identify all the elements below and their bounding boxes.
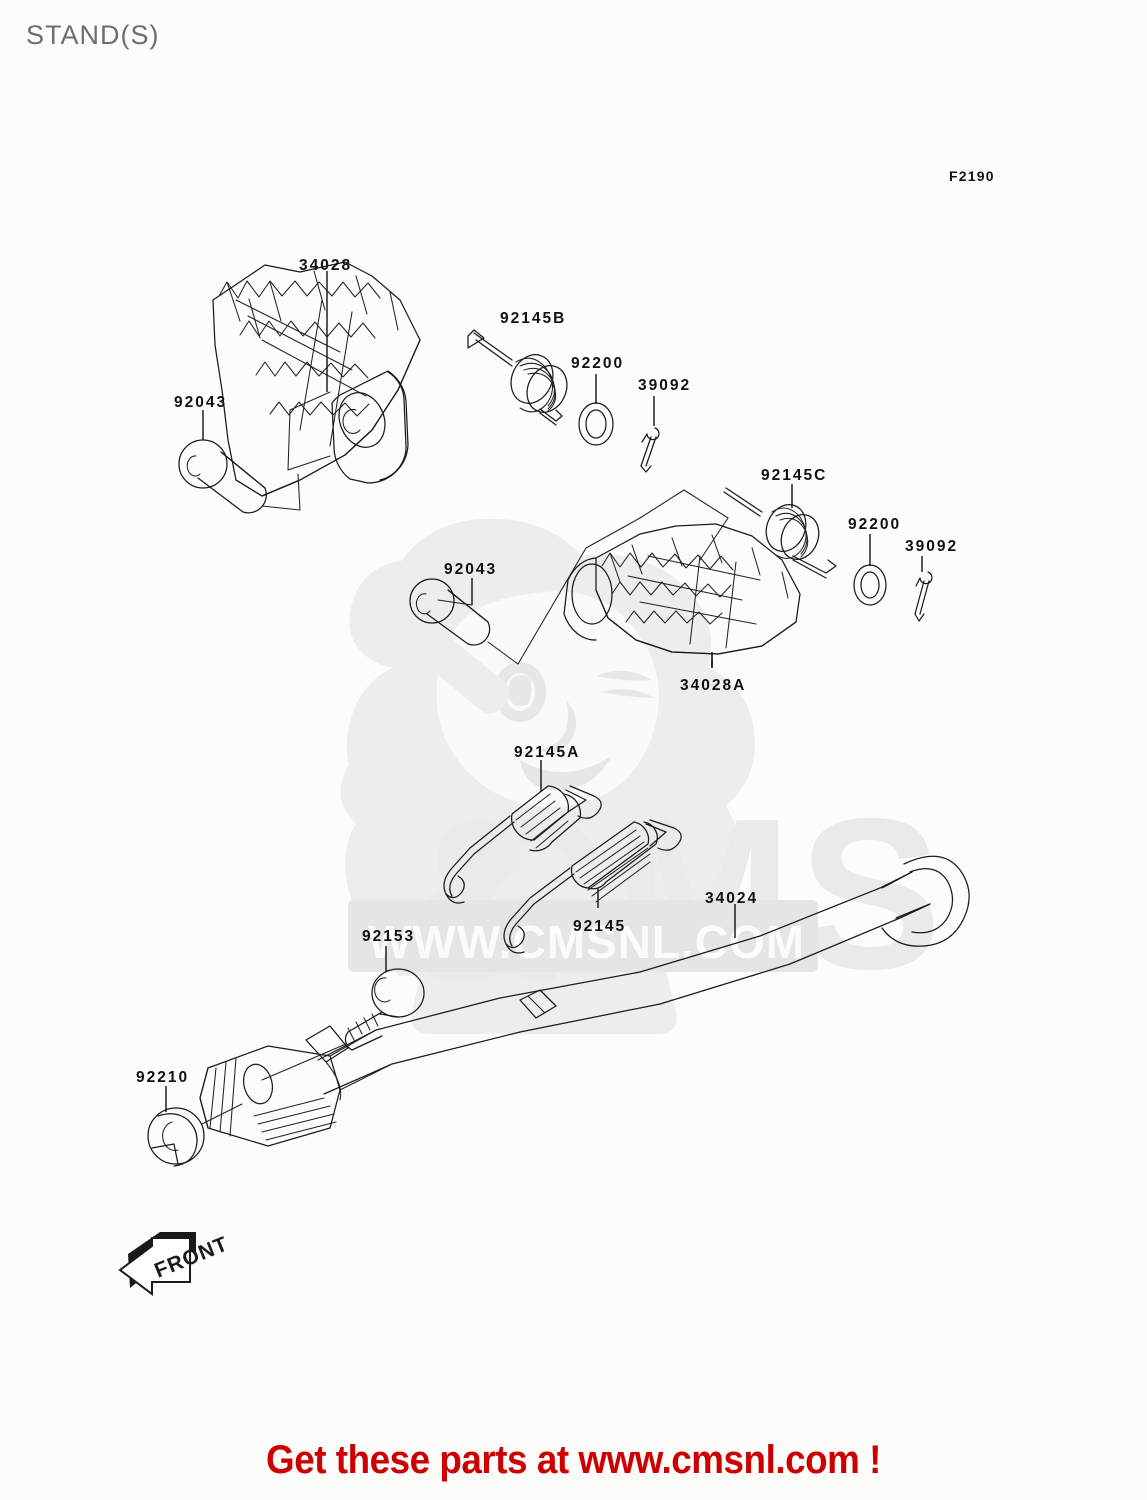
part-label-34028[interactable]: 34028 bbox=[299, 257, 353, 274]
part-side-stand-34024 bbox=[199, 855, 970, 1147]
part-label-39092-left[interactable]: 39092 bbox=[638, 377, 692, 394]
svg-text:WWW.CMSNL.COM: WWW.CMSNL.COM bbox=[368, 916, 805, 968]
page-title: STAND(S) bbox=[26, 20, 160, 50]
part-bolt-92153 bbox=[261, 946, 425, 1081]
part-label-92200-left[interactable]: 92200 bbox=[571, 355, 625, 372]
watermark-banner: WWW.CMSNL.COM bbox=[348, 900, 818, 972]
part-label-34028A[interactable]: 34028A bbox=[680, 677, 747, 694]
part-spring-92145C bbox=[723, 484, 837, 579]
part-spring-92145 bbox=[503, 819, 682, 954]
part-label-92145B[interactable]: 92145B bbox=[500, 310, 567, 327]
part-footpeg-pin-92043-left bbox=[178, 410, 301, 514]
part-label-92043-right[interactable]: 92043 bbox=[444, 561, 498, 578]
part-washer-92200-left bbox=[578, 374, 614, 446]
part-label-92153[interactable]: 92153 bbox=[362, 928, 416, 945]
part-spring-92145A bbox=[443, 760, 602, 904]
part-footpeg-left-34028 bbox=[212, 261, 421, 497]
footer-promo-text: Get these parts at www.cmsnl.com ! bbox=[266, 1438, 881, 1482]
front-direction-marker: FRONT bbox=[118, 1232, 232, 1296]
part-label-92145C[interactable]: 92145C bbox=[761, 467, 828, 484]
part-footpeg-right-34028A bbox=[563, 489, 801, 668]
figure-code: F2190 bbox=[949, 168, 995, 184]
part-label-39092-right[interactable]: 39092 bbox=[905, 538, 959, 555]
part-cotter-pin-39092-right bbox=[914, 556, 933, 622]
part-label-92210[interactable]: 92210 bbox=[136, 1069, 190, 1086]
part-label-92200-right[interactable]: 92200 bbox=[848, 516, 902, 533]
part-footpeg-pin-92043-right bbox=[409, 547, 587, 665]
part-cotter-pin-39092-left bbox=[640, 396, 660, 473]
part-label-92043-left[interactable]: 92043 bbox=[174, 394, 228, 411]
part-label-92145A[interactable]: 92145A bbox=[514, 744, 581, 761]
part-nut-92210 bbox=[147, 1086, 243, 1167]
part-label-34024[interactable]: 34024 bbox=[705, 890, 759, 907]
watermark-cms-letters: & CMS bbox=[398, 772, 948, 1029]
part-washer-92200-right bbox=[853, 534, 887, 606]
part-spring-92145B bbox=[467, 329, 568, 426]
svg-text:CMS: CMS bbox=[452, 773, 948, 1014]
part-label-92145[interactable]: 92145 bbox=[573, 918, 627, 935]
